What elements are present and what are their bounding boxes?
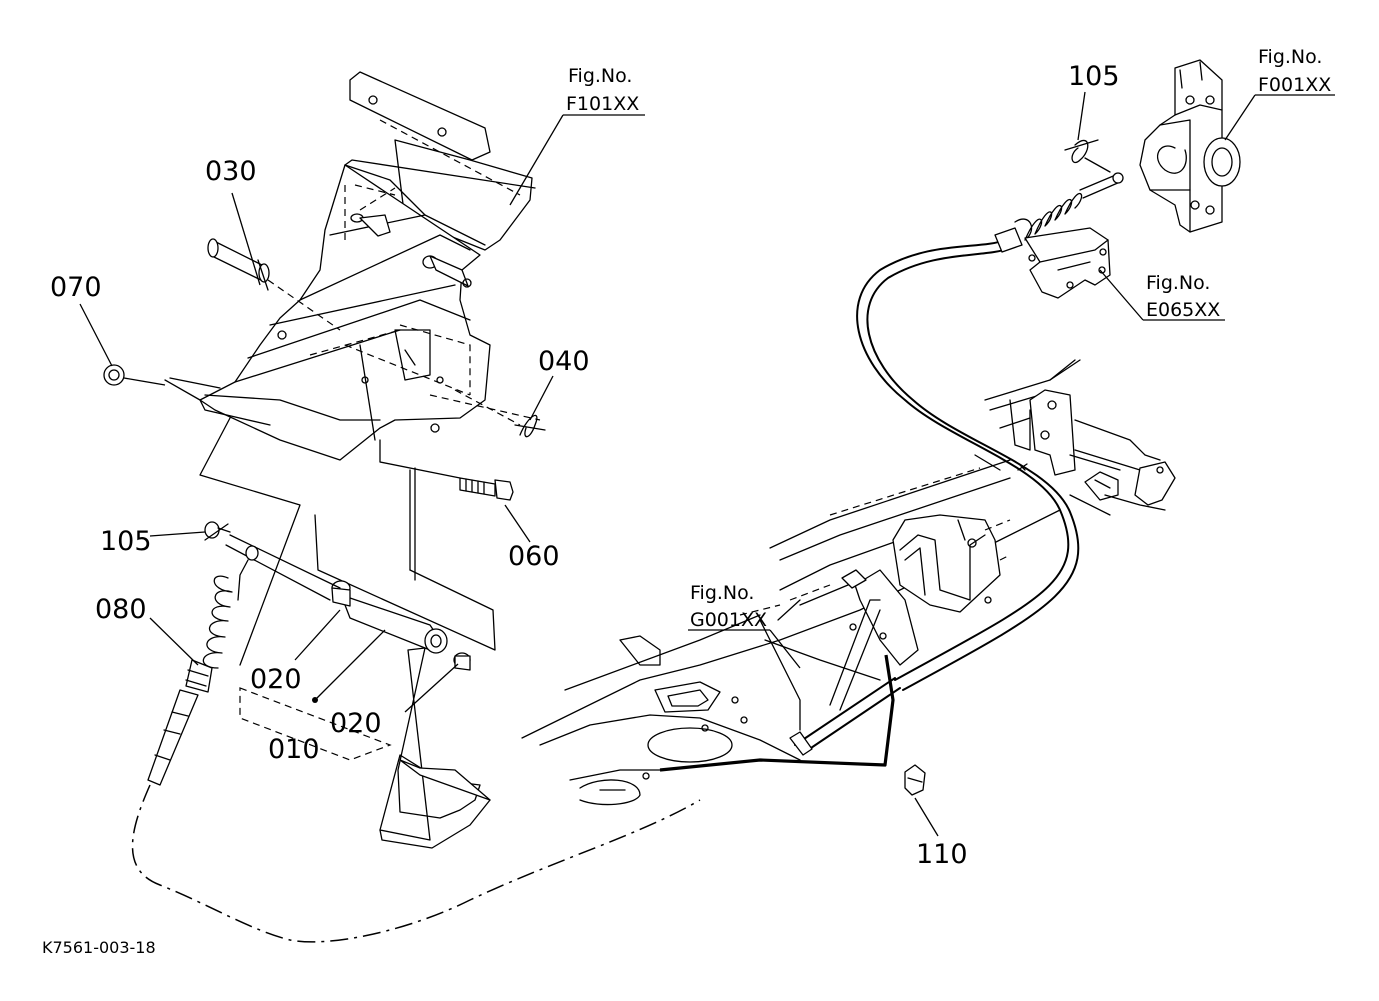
part-label-020-lower: 020 <box>330 708 382 739</box>
snap-pin-105-right <box>1064 139 1111 173</box>
fig-ref-label-F101: Fig.No. <box>568 65 632 87</box>
figure-reference-labels: Fig.No. F101XX Fig.No. F001XX Fig.No. E0… <box>566 46 1331 631</box>
fig-ref-label-E065: Fig.No. <box>1146 272 1210 294</box>
drawing-code: K7561-003-18 <box>42 938 156 957</box>
nut-070 <box>103 364 166 386</box>
part-label-020-upper: 020 <box>250 664 302 695</box>
brake-housing-F001 <box>1139 59 1241 233</box>
chassis-frame-G001 <box>521 359 1176 806</box>
cable-bracket-E065 <box>1024 227 1111 299</box>
part-labels: 030 070 040 060 105 080 020 020 010 105 … <box>50 61 1120 870</box>
leader-lines <box>79 91 1335 837</box>
part-label-105-left: 105 <box>100 526 152 557</box>
part-label-040: 040 <box>538 346 590 377</box>
fig-ref-code-F001: F001XX <box>1258 74 1331 96</box>
pedal-bracket-assembly <box>164 71 541 461</box>
snap-pin-040 <box>454 389 546 438</box>
brake-pedal-010 <box>239 580 491 849</box>
fig-ref-code-F101: F101XX <box>566 93 639 115</box>
bolt-060 <box>379 461 514 501</box>
part-label-060: 060 <box>508 541 560 572</box>
fig-ref-code-G001: G001XX <box>690 609 767 631</box>
brake-cable <box>131 239 1080 943</box>
fig-ref-code-E065: E065XX <box>1146 299 1220 321</box>
snap-pin-105-left <box>204 521 231 541</box>
part-label-080: 080 <box>95 594 147 625</box>
part-label-105-right: 105 <box>1068 61 1120 92</box>
cable-end-spring <box>994 172 1124 253</box>
part-label-110: 110 <box>916 839 968 870</box>
pivot-pin-030 <box>207 238 341 331</box>
fig-ref-label-F001: Fig.No. <box>1258 46 1322 68</box>
cable-clip-110 <box>904 764 926 796</box>
assembly-frame-lines <box>199 417 496 666</box>
part-label-030: 030 <box>205 156 257 187</box>
fig-ref-label-G001: Fig.No. <box>690 582 754 604</box>
part-label-070: 070 <box>50 272 102 303</box>
part-label-010: 010 <box>268 734 320 765</box>
pedal-rod-080 <box>147 534 341 786</box>
